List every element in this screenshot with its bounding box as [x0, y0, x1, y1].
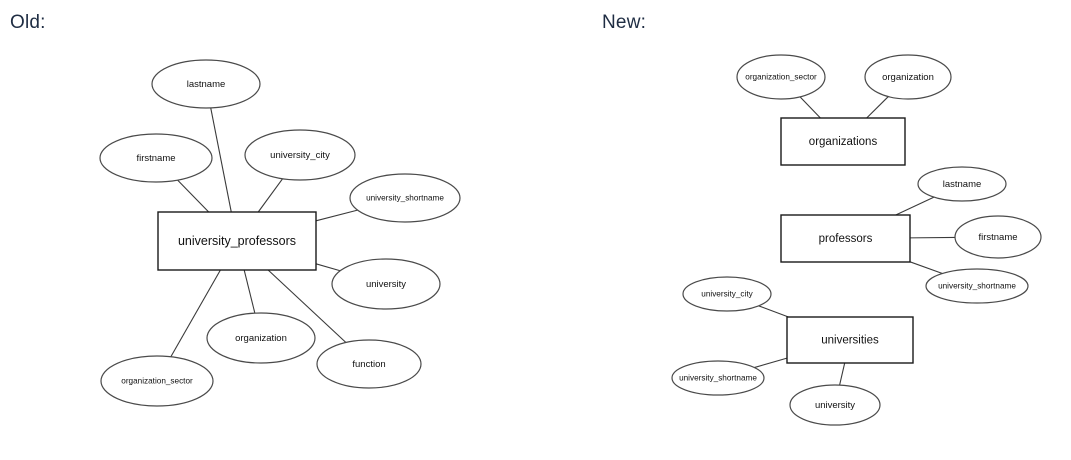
attribute-node-lastname[interactable]: lastname [917, 166, 1007, 202]
attribute-label: university_shortname [366, 194, 444, 203]
entity-node-university_professors[interactable]: university_professors [157, 211, 317, 271]
attribute-node-university_city[interactable]: university_city [244, 129, 356, 181]
attribute-node-university[interactable]: university [789, 384, 881, 426]
attribute-label: organization_sector [745, 73, 817, 82]
er-edge-university_professors-to-firstname [177, 179, 210, 213]
attribute-label: university_shortname [938, 282, 1016, 291]
er-edge-university_professors-to-organization [243, 269, 256, 314]
attribute-node-organization[interactable]: organization [206, 312, 316, 364]
attribute-label: function [352, 359, 385, 370]
er-edge-university_professors-to-university_shortname [315, 209, 358, 222]
entity-label: universities [821, 335, 879, 347]
attribute-node-university_shortname[interactable]: university_shortname [349, 173, 461, 223]
attribute-label: university [366, 279, 406, 290]
er-edge-university_professors-to-function [267, 269, 347, 343]
er-edge-universities-to-university [839, 362, 846, 386]
attribute-node-organization_sector[interactable]: organization_sector [736, 54, 826, 100]
attribute-node-organization_sector[interactable]: organization_sector [100, 355, 214, 407]
er-edge-university_professors-to-university_city [257, 178, 284, 213]
entity-label: organizations [809, 136, 878, 148]
er-edge-university_professors-to-lastname [210, 107, 232, 213]
old-diagram-label: Old: [10, 12, 46, 33]
entity-label: professors [819, 233, 873, 245]
attribute-label: organization [235, 333, 287, 344]
old-edges [170, 107, 358, 358]
attribute-node-firstname[interactable]: firstname [954, 215, 1042, 259]
entity-node-professors[interactable]: professors [780, 214, 911, 263]
entity-node-universities[interactable]: universities [786, 316, 914, 364]
attribute-label: firstname [978, 232, 1017, 243]
er-edge-university_professors-to-organization_sector [170, 269, 221, 358]
new-diagram-label: New: [602, 12, 647, 33]
attribute-label: organization_sector [121, 377, 193, 386]
er-edge-universities-to-university_city [758, 305, 789, 318]
attribute-node-university_city[interactable]: university_city [682, 276, 772, 312]
er-edge-universities-to-university_shortname_uni [754, 357, 788, 369]
entity-label: university_professors [178, 234, 296, 248]
new-edges [754, 96, 956, 386]
attribute-node-university_shortname_uni[interactable]: university_shortname [671, 360, 765, 396]
er-edge-professors-to-lastname [895, 196, 935, 216]
er-edge-organizations-to-organization [866, 96, 889, 119]
entity-node-organizations[interactable]: organizations [780, 117, 906, 166]
attribute-node-organization[interactable]: organization [864, 54, 952, 100]
er-edge-university_professors-to-university [315, 263, 341, 272]
er-edge-organizations-to-organization_sector [799, 96, 821, 119]
er-edge-professors-to-university_shortname_prof [909, 261, 943, 275]
attribute-node-university[interactable]: university [331, 258, 441, 310]
attribute-node-lastname[interactable]: lastname [151, 59, 261, 109]
attribute-node-function[interactable]: function [316, 339, 422, 389]
attribute-label: university [815, 400, 855, 411]
attribute-label: firstname [136, 153, 175, 164]
attribute-node-university_shortname_prof[interactable]: university_shortname [925, 268, 1029, 304]
attribute-label: lastname [187, 79, 226, 90]
attribute-label: university_city [701, 290, 753, 299]
attribute-label: organization [882, 72, 934, 83]
attribute-label: university_shortname [679, 374, 757, 383]
attribute-label: lastname [943, 179, 982, 190]
attribute-label: university_city [270, 150, 330, 161]
attribute-node-firstname[interactable]: firstname [99, 133, 213, 183]
